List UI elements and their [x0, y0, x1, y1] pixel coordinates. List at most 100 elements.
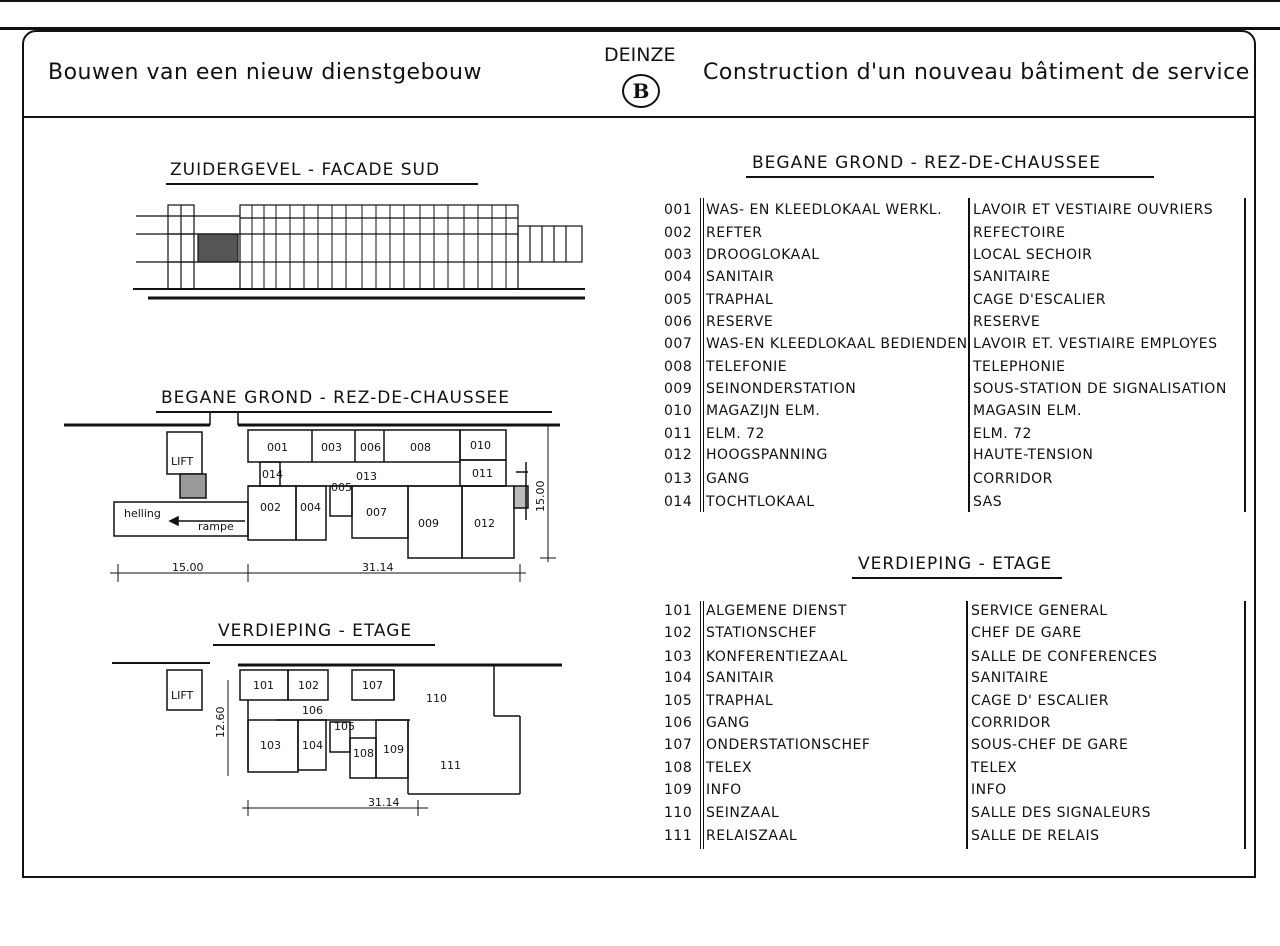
city-name: DEINZE — [604, 44, 676, 66]
room-code: 111 — [664, 828, 693, 844]
room-name-french: HAUTE-TENSION — [973, 447, 1094, 463]
room-label: 004 — [300, 501, 321, 514]
room-name-french: SANITAIRE — [971, 670, 1049, 686]
room-name-french: TELEX — [971, 760, 1018, 776]
room-name-french: ELM. 72 — [973, 426, 1032, 442]
room-name-dutch: WAS- EN KLEEDLOKAAL WERKL. — [706, 202, 943, 218]
room-code: 106 — [664, 715, 693, 731]
legend-ground-title: BEGANE GROND - REZ-DE-CHAUSSEE — [752, 153, 1101, 173]
room-code: 101 — [664, 603, 693, 619]
room-name-dutch: INFO — [706, 782, 742, 798]
room-name-dutch: SANITAIR — [706, 670, 775, 686]
room-name-dutch: MAGAZIJN ELM. — [706, 403, 821, 419]
room-code: 002 — [664, 225, 693, 241]
railway-logo: B — [622, 74, 660, 108]
top-border — [0, 0, 1280, 2]
room-name-french: CORRIDOR — [973, 471, 1053, 487]
legend-divider — [700, 601, 704, 849]
dimension-label: 12.60 — [214, 707, 227, 739]
room-name-french: LAVOIR ET. VESTIAIRE EMPLOYES — [973, 336, 1218, 352]
room-code: 104 — [664, 670, 693, 686]
room-code: 013 — [664, 471, 693, 487]
room-code: 007 — [664, 336, 693, 352]
facade-title-underline — [166, 183, 478, 185]
legend-upper-underline — [852, 577, 1062, 579]
room-name-french: TELEPHONIE — [973, 359, 1066, 375]
upper-plan-underline — [213, 644, 435, 646]
room-name-french: REFECTOIRE — [973, 225, 1066, 241]
legend-divider — [1244, 198, 1246, 512]
room-name-dutch: GANG — [706, 471, 750, 487]
room-label: 109 — [383, 743, 404, 756]
room-name-french: MAGASIN ELM. — [973, 403, 1082, 419]
legend-upper-title: VERDIEPING - ETAGE — [858, 554, 1053, 574]
room-code: 003 — [664, 247, 693, 263]
document-frame — [22, 30, 1256, 878]
room-name-dutch: GANG — [706, 715, 750, 731]
room-code: 014 — [664, 494, 693, 510]
room-name-dutch: TELEFONIE — [706, 359, 788, 375]
room-name-dutch: TELEX — [706, 760, 753, 776]
room-label: 010 — [470, 439, 491, 452]
room-name-dutch: ONDERSTATIONSCHEF — [706, 737, 871, 753]
upper-floor-labels: 101 102 107 110 106 105 103 104 108 109 … — [171, 679, 461, 809]
room-code: 110 — [664, 805, 693, 821]
room-name-dutch: REFTER — [706, 225, 763, 241]
room-name-french: SAS — [973, 494, 1003, 510]
room-name-dutch: TOCHTLOKAAL — [706, 494, 815, 510]
room-label: 111 — [440, 759, 461, 772]
room-name-french: LAVOIR ET VESTIAIRE OUVRIERS — [973, 202, 1214, 218]
room-label: 101 — [253, 679, 274, 692]
header-divider — [22, 116, 1256, 118]
facade-title: ZUIDERGEVEL - FACADE SUD — [170, 160, 441, 180]
room-label: 104 — [302, 739, 323, 752]
room-name-french: SALLE DES SIGNALEURS — [971, 805, 1152, 821]
legend-divider — [1244, 601, 1246, 849]
ground-plan-underline — [156, 411, 552, 413]
room-label: 108 — [353, 747, 374, 760]
ground-plan-title: BEGANE GROND - REZ-DE-CHAUSSEE — [161, 388, 510, 408]
legend-divider — [700, 198, 704, 512]
room-name-french: LOCAL SECHOIR — [973, 247, 1093, 263]
room-name-french: SANITAIRE — [973, 269, 1051, 285]
room-label: 011 — [472, 467, 493, 480]
room-label: 105 — [334, 720, 355, 733]
title-dutch: Bouwen van een nieuw dienstgebouw — [48, 60, 482, 85]
room-code: 107 — [664, 737, 693, 753]
legend-ground-underline — [746, 176, 1154, 178]
room-name-french: CAGE D'ESCALIER — [973, 292, 1106, 308]
room-name-dutch: STATIONSCHEF — [706, 625, 818, 641]
room-label: 007 — [366, 506, 387, 519]
dimension-label: 15.00 — [172, 561, 204, 574]
room-name-dutch: DROOGLOKAAL — [706, 247, 820, 263]
room-code: 103 — [664, 649, 693, 665]
legend-divider — [966, 601, 968, 849]
ground-floor-labels: 001 003 006 008 010 014 013 011 005 002 … — [124, 439, 547, 574]
room-name-french: INFO — [971, 782, 1007, 798]
room-label: 107 — [362, 679, 383, 692]
room-name-french: CAGE D' ESCALIER — [971, 693, 1109, 709]
dimension-label: 31.14 — [368, 796, 400, 809]
room-label: 002 — [260, 501, 281, 514]
room-code: 108 — [664, 760, 693, 776]
legend-divider — [968, 198, 970, 512]
room-label: 005 — [331, 481, 352, 494]
room-name-french: RESERVE — [973, 314, 1041, 330]
south-facade-drawing — [133, 204, 585, 300]
room-label: 110 — [426, 692, 447, 705]
room-name-french: SOUS-STATION DE SIGNALISATION — [973, 381, 1227, 397]
room-name-dutch: SEINONDERSTATION — [706, 381, 857, 397]
room-name-dutch: RESERVE — [706, 314, 774, 330]
room-name-french: SERVICE GENERAL — [971, 603, 1108, 619]
room-code: 004 — [664, 269, 693, 285]
room-name-french: SOUS-CHEF DE GARE — [971, 737, 1129, 753]
room-name-dutch: TRAPHAL — [706, 292, 774, 308]
room-name-french: SALLE DE CONFERENCES — [971, 649, 1158, 665]
room-name-dutch: HOOGSPANNING — [706, 447, 828, 463]
room-code: 001 — [664, 202, 693, 218]
room-code: 005 — [664, 292, 693, 308]
room-name-french: SALLE DE RELAIS — [971, 828, 1100, 844]
room-label: 103 — [260, 739, 281, 752]
room-code: 011 — [664, 426, 693, 442]
room-label: 014 — [262, 468, 283, 481]
